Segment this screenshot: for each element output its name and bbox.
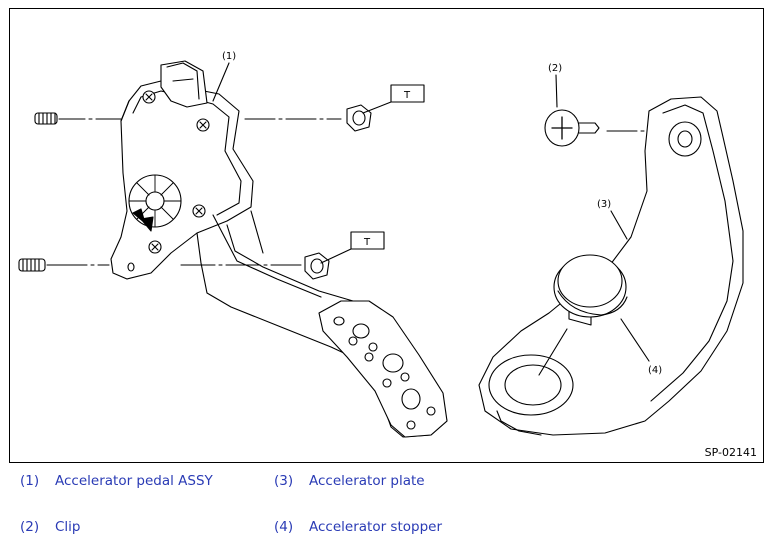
diagram-frame: (1) (2) (3) (4) T T SP-02141 [9, 8, 764, 463]
torque-tag-upper-label: T [403, 90, 411, 101]
pedal-pad [318, 300, 448, 438]
stud-bolt-lower [18, 258, 110, 272]
flange-nut-upper [346, 104, 372, 132]
legend-number: (2) [20, 519, 40, 535]
pedal-illustration: (1) (2) (3) (4) T T [18, 51, 744, 438]
legend-number: (4) [274, 519, 294, 535]
callout-2: (2) [548, 63, 562, 74]
pedal-housing [110, 60, 254, 280]
stud-bolt-upper [34, 112, 122, 125]
torque-tag-upper [390, 84, 425, 103]
figure-code: SP-02141 [704, 446, 757, 459]
callout-1: (1) [222, 51, 236, 62]
legend-label: Accelerator pedal ASSY [55, 473, 213, 489]
callout-4: (4) [648, 365, 662, 376]
flange-nut-lower [304, 252, 330, 280]
legend-label: Accelerator plate [309, 473, 425, 489]
accelerator-stopper [538, 254, 628, 376]
torque-tag-lower-label: T [363, 237, 371, 248]
legend-number: (3) [274, 473, 294, 489]
legend-number: (1) [20, 473, 40, 489]
legend-label: Clip [55, 519, 81, 535]
legend-label: Accelerator stopper [309, 519, 443, 535]
callout-3: (3) [597, 199, 611, 210]
torque-tag-lower [350, 231, 385, 250]
